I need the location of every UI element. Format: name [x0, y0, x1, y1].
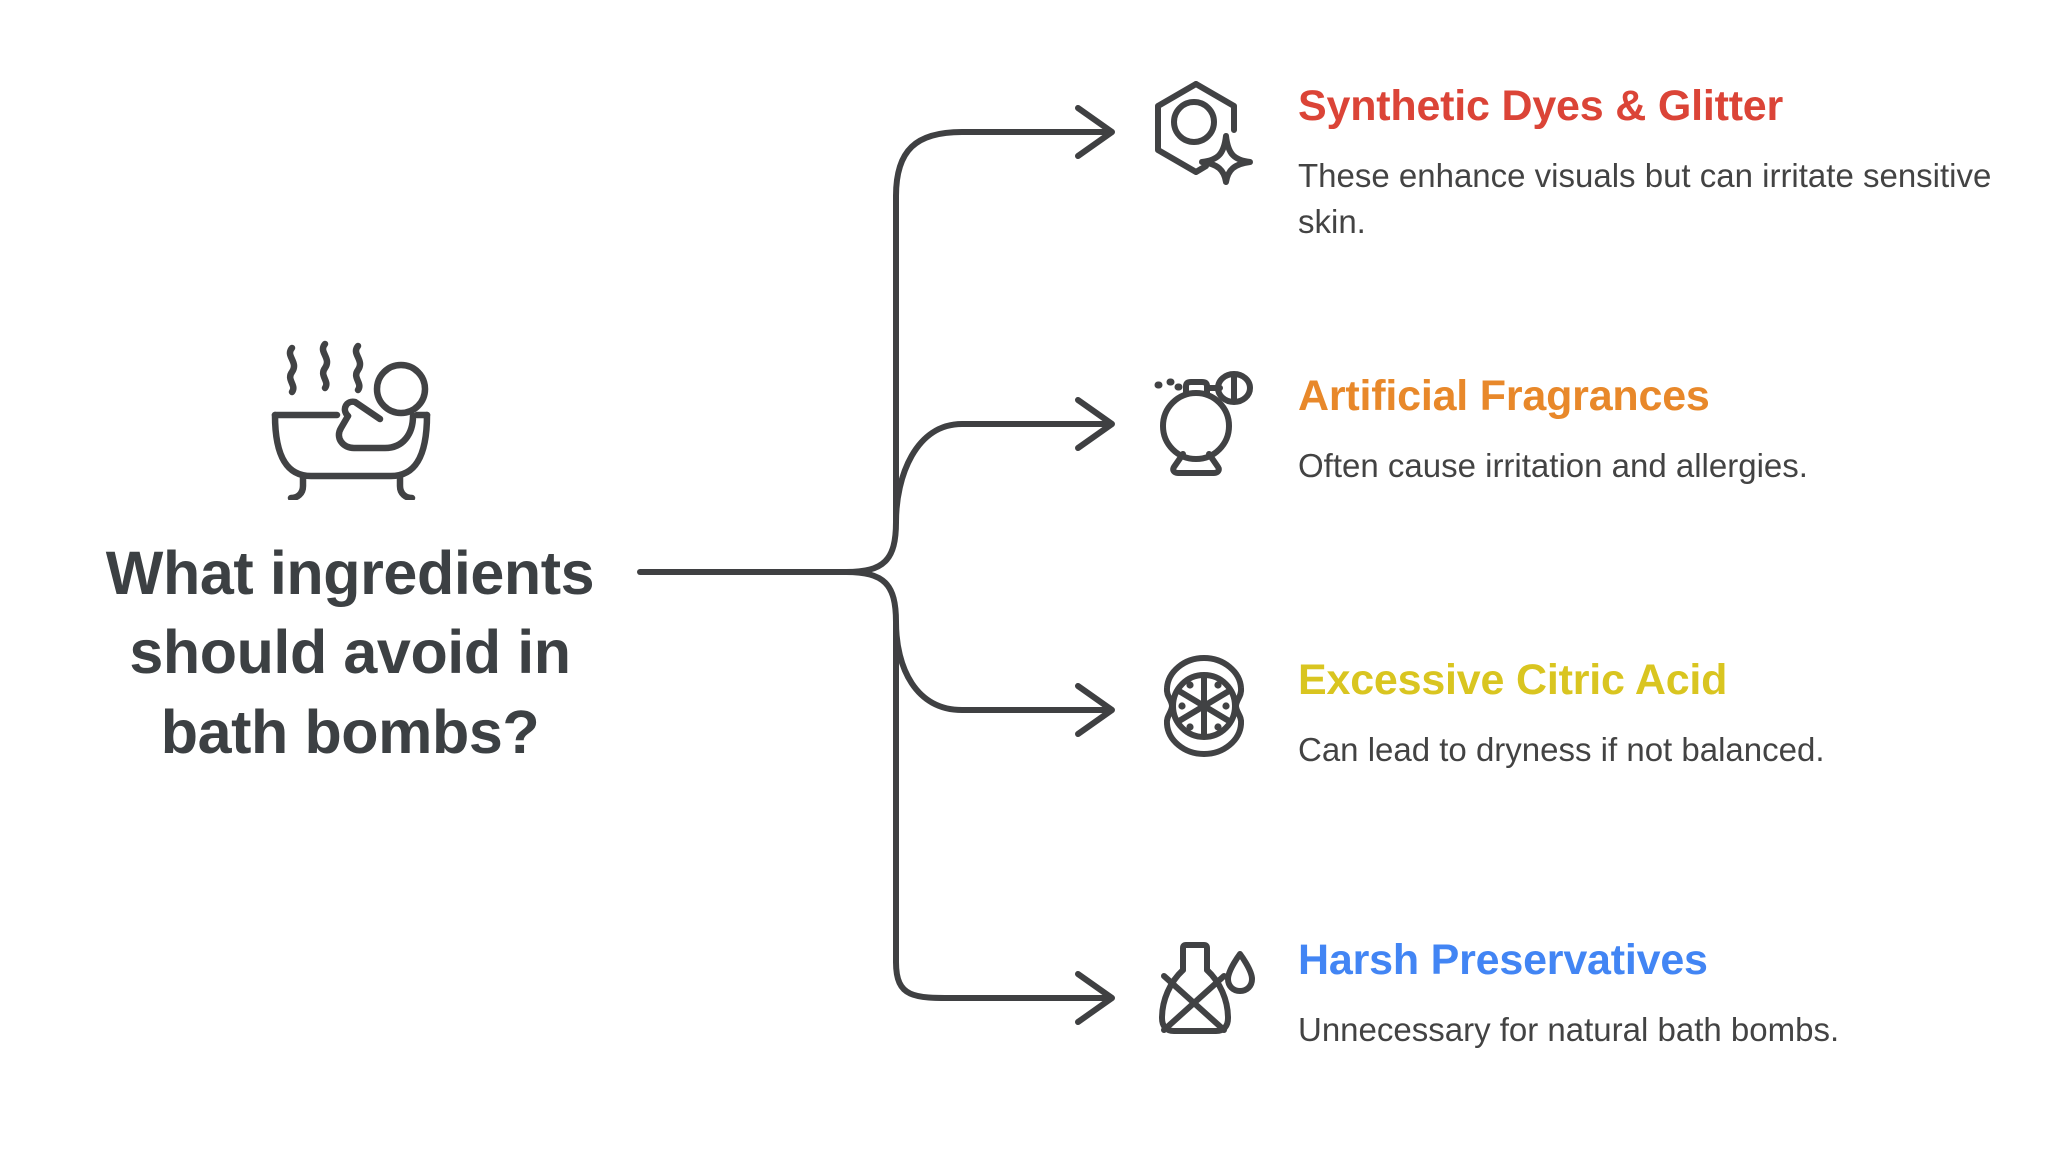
page-title: What ingredients should avoid in bath bo… [105, 534, 595, 772]
branch-heading: Harsh Preservatives [1298, 936, 1708, 984]
page-title-line-2: should avoid in [129, 618, 571, 687]
citrus-slice-icon [1150, 652, 1258, 760]
bottle-no-chemicals-droplet-icon [1150, 932, 1258, 1040]
branch-description: Unnecessary for natural bath bombs. [1298, 1011, 1840, 1049]
gem-sparkle-icon [1150, 78, 1258, 186]
branch-item-artificial-fragrances: Artificial Fragrances Often cause irrita… [1150, 368, 2010, 489]
branch-description: Often cause irritation and allergies. [1298, 447, 1808, 485]
branch-item-harsh-preservatives: Harsh Preservatives Unnecessary for natu… [1150, 932, 2010, 1053]
page-title-line-1: What ingredients [105, 539, 595, 607]
connector-branch-3 [893, 619, 1108, 713]
branch-item-citric-acid: Excessive Citric Acid Can lead to drynes… [1150, 652, 2010, 773]
connector-branch-2 [893, 421, 1108, 525]
perfume-atomizer-icon [1150, 368, 1258, 476]
connector-split-down [843, 569, 899, 625]
arrowhead-2 [1075, 397, 1115, 451]
connector-split-up [843, 519, 899, 575]
branch-text-block: Harsh Preservatives Unnecessary for natu… [1298, 932, 2010, 1053]
bathtub-with-steam-icon [255, 330, 445, 502]
connector-branch-1 [893, 129, 1108, 199]
arrowhead-1 [1075, 105, 1115, 159]
root-node: What ingredients should avoid in bath bo… [60, 330, 640, 800]
branch-description: These enhance visuals but can irritate s… [1298, 157, 1992, 240]
connector-branch-4 [893, 959, 1108, 1002]
branch-text-block: Excessive Citric Acid Can lead to drynes… [1298, 652, 2010, 773]
branch-item-synthetic-dyes: Synthetic Dyes & Glitter These enhance v… [1150, 78, 2010, 244]
arrowhead-4 [1075, 971, 1115, 1025]
branch-text-block: Synthetic Dyes & Glitter These enhance v… [1298, 78, 2010, 244]
branch-heading: Synthetic Dyes & Glitter [1298, 82, 1784, 130]
branch-heading: Artificial Fragrances [1298, 372, 1710, 420]
branch-description: Can lead to dryness if not balanced. [1298, 731, 1825, 769]
branch-text-block: Artificial Fragrances Often cause irrita… [1298, 368, 2010, 489]
branch-heading: Excessive Citric Acid [1298, 656, 1728, 704]
arrowhead-3 [1075, 683, 1115, 737]
page-title-line-3: bath bombs? [160, 697, 540, 766]
